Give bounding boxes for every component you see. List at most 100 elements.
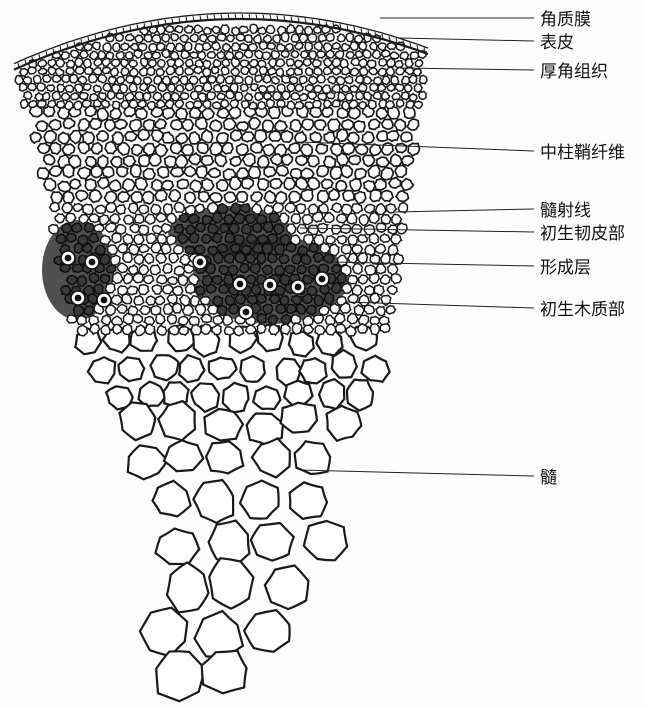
small-cell	[145, 324, 155, 334]
parenchyma-cell	[198, 192, 209, 202]
small-cell	[246, 254, 255, 263]
parenchyma-cell	[38, 143, 50, 153]
parenchyma-cell	[78, 119, 89, 131]
small-cell	[167, 214, 177, 224]
small-cell	[186, 284, 196, 294]
small-cell	[342, 245, 352, 255]
parenchyma-cell	[202, 179, 214, 191]
small-cell	[235, 52, 243, 59]
parenchyma-cell	[349, 155, 361, 164]
parenchyma-cell	[152, 130, 164, 142]
small-cell	[350, 85, 358, 92]
parenchyma-cell	[387, 131, 399, 141]
small-cell	[391, 234, 402, 244]
small-cell	[20, 69, 28, 77]
parenchyma-cell	[105, 191, 117, 203]
small-cell	[203, 60, 211, 68]
small-cell	[359, 42, 367, 51]
small-cell	[419, 91, 426, 99]
small-cell	[62, 75, 70, 83]
small-cell	[93, 100, 101, 108]
small-cell	[312, 60, 321, 67]
small-cell	[180, 254, 190, 265]
parenchyma-cell	[229, 107, 241, 119]
small-cell	[323, 58, 332, 67]
label-primary-phloem: 初生韧皮部	[540, 224, 625, 244]
parenchyma-cell	[149, 154, 161, 166]
small-cell	[378, 68, 386, 76]
small-cell	[314, 315, 324, 323]
parenchyma-cell	[258, 179, 269, 191]
small-cell	[352, 264, 362, 274]
small-cell	[338, 92, 346, 101]
parenchyma-cell	[189, 132, 201, 144]
small-cell	[158, 60, 165, 68]
parenchyma-cell	[131, 164, 142, 177]
small-cell	[335, 50, 343, 58]
small-cell	[364, 305, 374, 314]
parenchyma-cell	[132, 145, 144, 156]
small-cell	[332, 67, 341, 75]
parenchyma-cell	[237, 122, 248, 131]
small-cell	[176, 85, 184, 92]
small-cell	[369, 212, 379, 223]
small-cell	[419, 75, 427, 83]
parenchyma-cell	[275, 120, 287, 131]
small-cell	[230, 99, 238, 108]
small-cell	[179, 214, 188, 222]
small-cell	[203, 43, 211, 51]
small-cell	[387, 58, 395, 67]
pith-cell	[244, 610, 289, 652]
small-cell	[259, 42, 267, 50]
small-cell	[89, 214, 99, 222]
parenchyma-cell	[176, 133, 187, 143]
small-cell	[299, 76, 307, 84]
small-cell	[202, 215, 212, 224]
leader-line	[400, 38, 534, 41]
small-cell	[152, 52, 160, 59]
label-cambium: 形成层	[540, 258, 591, 278]
small-cell	[275, 266, 285, 276]
small-cell	[368, 100, 376, 108]
parenchyma-cell	[136, 177, 148, 190]
parenchyma-cell	[243, 153, 255, 166]
small-cell	[190, 52, 198, 58]
small-cell	[134, 296, 144, 305]
parenchyma-cell	[44, 179, 56, 191]
small-cell	[223, 43, 231, 51]
xylem-vessel-lumen	[65, 255, 70, 260]
small-cell	[156, 69, 164, 77]
small-cell	[326, 50, 334, 58]
pith-cell	[252, 438, 290, 477]
xylem-vessel-lumen	[89, 259, 94, 264]
pith-cell	[150, 355, 178, 380]
pith-cell	[240, 481, 279, 519]
small-cell	[358, 235, 367, 243]
small-cell	[257, 294, 267, 304]
small-cell	[227, 35, 235, 42]
parenchyma-cell	[395, 165, 407, 177]
small-cell	[162, 34, 170, 42]
small-cell	[50, 202, 60, 211]
small-cell	[359, 315, 369, 325]
small-cell	[157, 100, 165, 108]
small-cell	[171, 76, 180, 84]
parenchyma-cell	[210, 143, 222, 155]
parenchyma-cell	[407, 119, 419, 130]
small-cell	[267, 85, 275, 92]
parenchyma-cell	[242, 178, 253, 189]
parenchyma-cell	[330, 167, 342, 180]
small-cell	[337, 77, 345, 85]
small-cell	[112, 59, 121, 67]
small-cell	[287, 101, 295, 110]
small-cell	[203, 68, 211, 76]
parenchyma-cell	[374, 179, 386, 190]
small-cell	[308, 92, 316, 99]
small-cell	[112, 101, 120, 109]
small-cell	[358, 324, 367, 333]
small-cell	[231, 67, 239, 75]
small-cell	[231, 43, 239, 51]
small-cell	[324, 213, 334, 223]
small-cell	[273, 35, 280, 43]
small-cell	[319, 306, 329, 315]
